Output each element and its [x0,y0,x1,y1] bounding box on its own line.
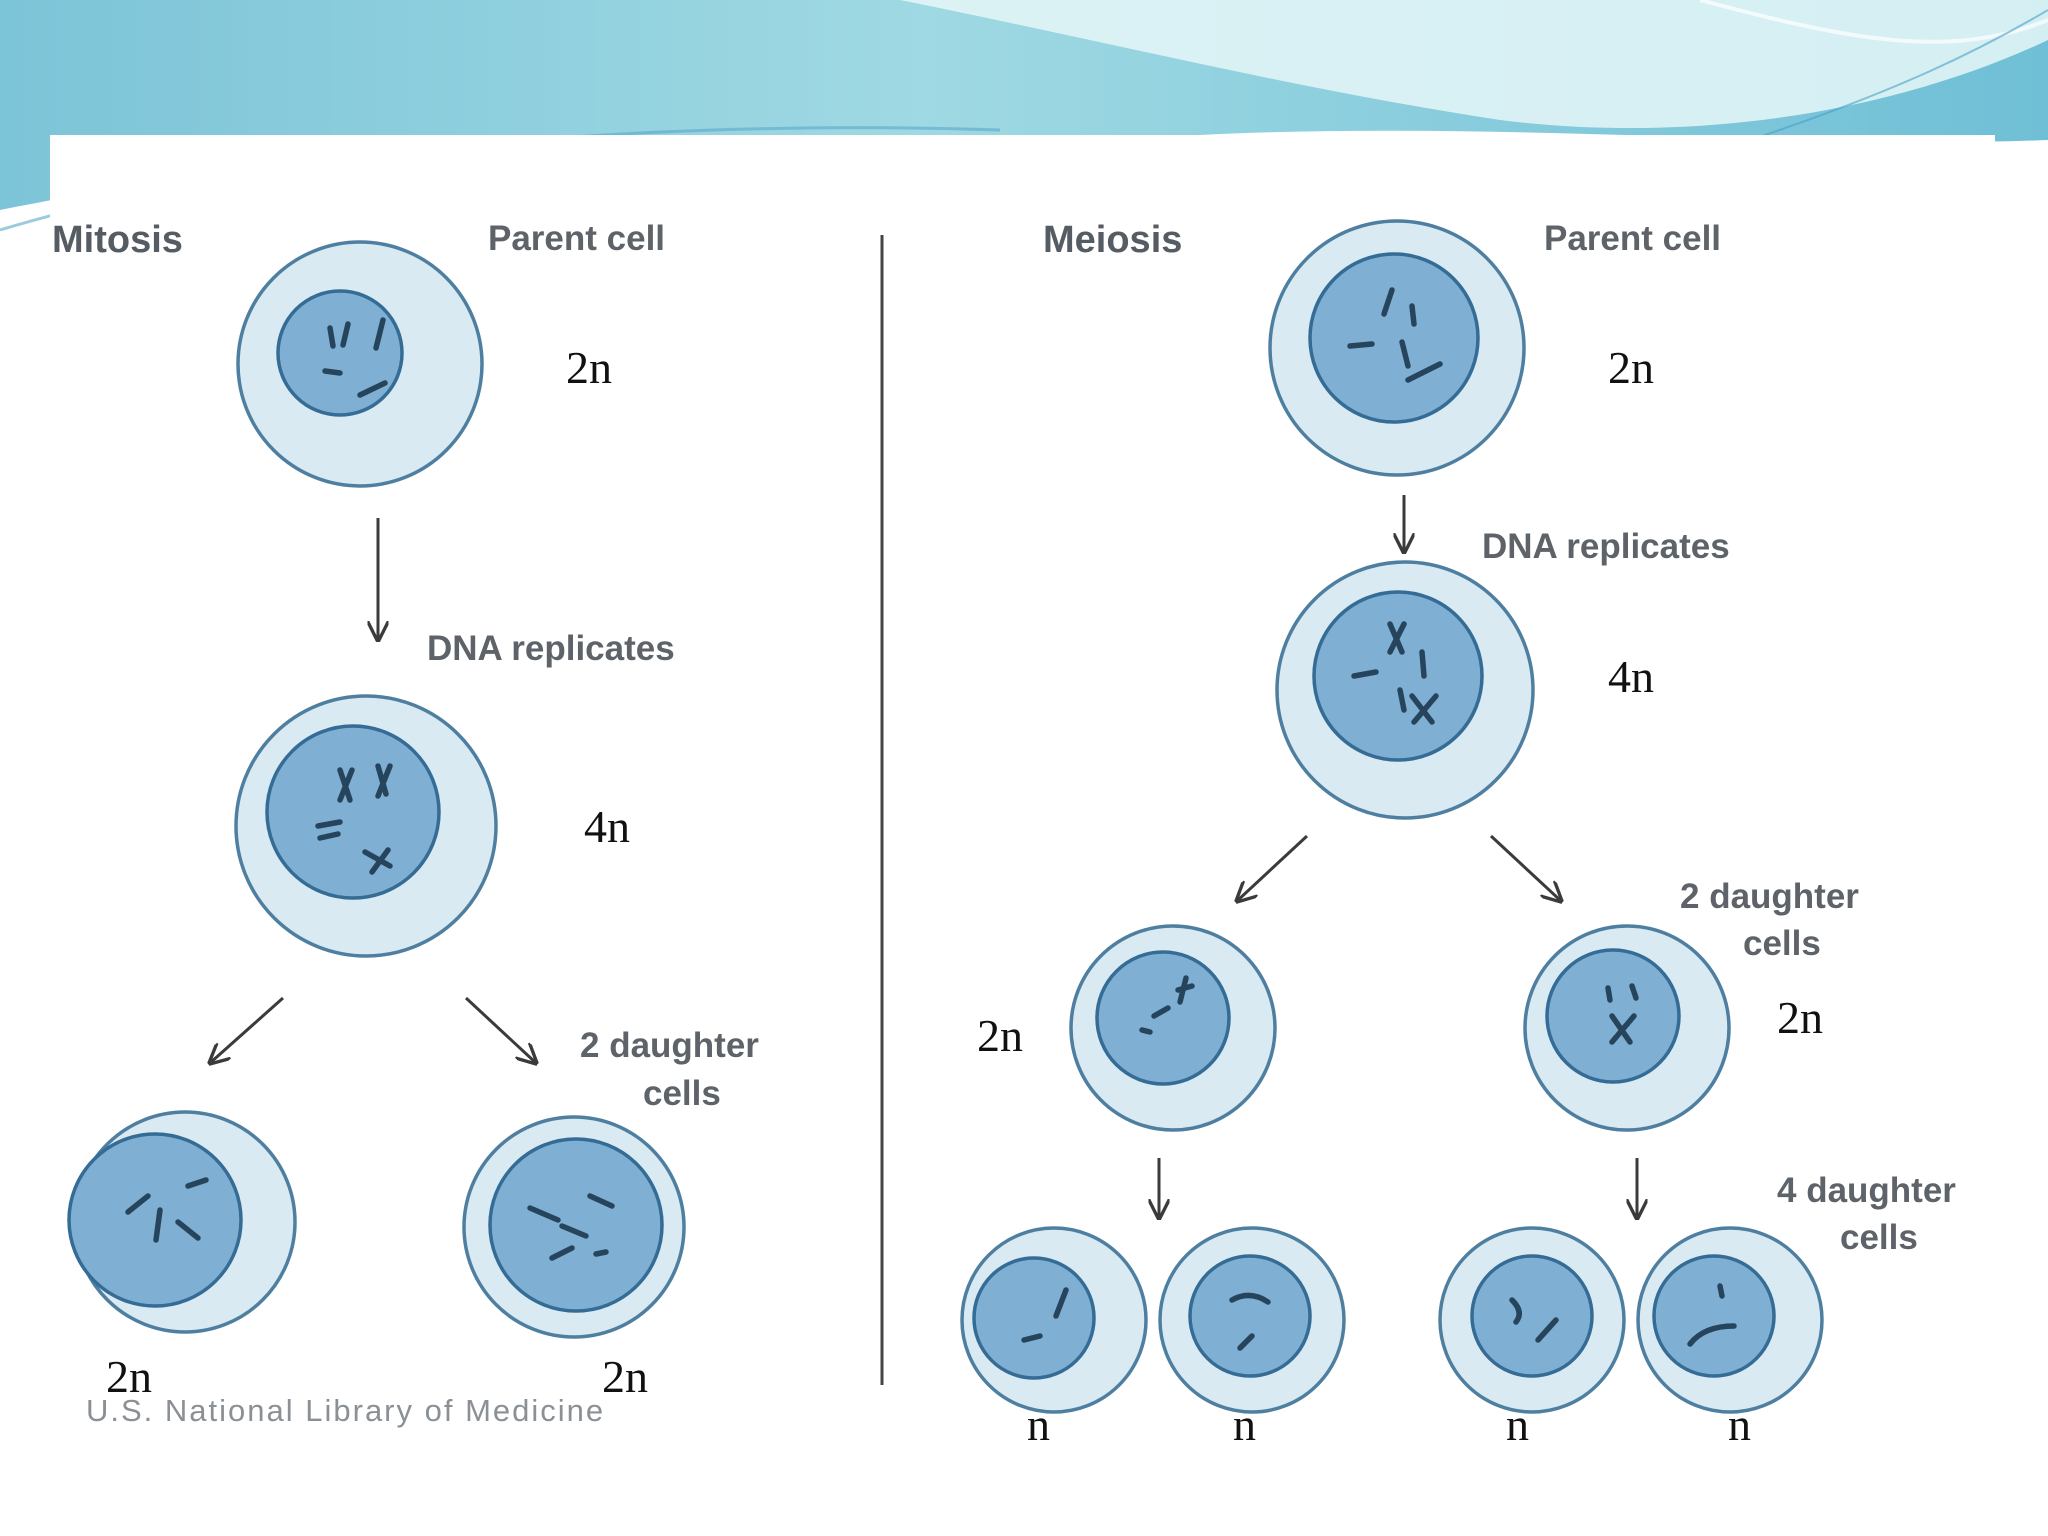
meiosis-four-daughter-label-1: 4 daughter [1777,1171,1956,1210]
meiosis-replicated-cell [1275,560,1535,820]
meiosis-gamete-ploidy-2: n [1233,1399,1256,1450]
mitosis-daughter-left-ploidy: 2n [106,1351,152,1402]
meiosis-parent-cell [1268,219,1526,477]
meiosis-gamete-cell-2 [1158,1226,1346,1414]
meiosis-gamete-ploidy-1: n [1027,1399,1050,1450]
meiosis-daughter-cell-left [1069,924,1277,1132]
mitosis-arrow-right [464,996,536,1063]
mitosis-title: Mitosis [52,219,183,261]
mitosis-parent-cell [236,240,484,488]
meiosis-four-daughter-label-2: cells [1840,1218,1918,1257]
meiosis-two-daughter-label-1: 2 daughter [1680,877,1859,916]
mitosis-replicated-ploidy: 4n [584,801,630,852]
meiosis-daughter-cell-right [1523,924,1731,1132]
meiosis-two-daughter-label-2: cells [1743,924,1821,963]
meiosis-daughter-left-ploidy: 2n [977,1010,1023,1061]
mitosis-daughter-label-1: 2 daughter [580,1026,759,1065]
image-credit: U.S. National Library of Medicine [86,1393,605,1428]
meiosis-dna-label: DNA replicates [1482,527,1730,566]
mitosis-daughter-label-2: cells [643,1074,721,1113]
meiosis-parent-label: Parent cell [1544,219,1721,258]
meiosis-daughter-right-ploidy: 2n [1777,992,1823,1043]
meiosis-title: Meiosis [1043,219,1182,261]
mitosis-parent-ploidy: 2n [566,342,612,393]
mitosis-daughter-right-ploidy: 2n [602,1351,648,1402]
mitosis-dna-label: DNA replicates [427,629,675,668]
meiosis-replicated-ploidy: 4n [1608,651,1654,702]
mitosis-daughter-cell-left [67,1110,297,1334]
meiosis-gamete-cell-4 [1636,1226,1824,1414]
mitosis-parent-label: Parent cell [488,219,665,258]
header-banner [0,0,2048,232]
meiosis-parent-ploidy: 2n [1608,342,1654,393]
mitosis-arrow-left [210,996,284,1063]
meiosis-arrow-left [1237,834,1309,901]
meiosis-gamete-cell-1 [960,1226,1148,1414]
meiosis-gamete-cell-3 [1438,1226,1626,1414]
meiosis-arrow-right [1489,834,1561,901]
meiosis-gamete-ploidy-4: n [1728,1399,1751,1450]
mitosis-replicated-cell [234,694,498,958]
mitosis-daughter-cell-right [462,1115,686,1339]
meiosis-gamete-ploidy-3: n [1506,1399,1529,1450]
